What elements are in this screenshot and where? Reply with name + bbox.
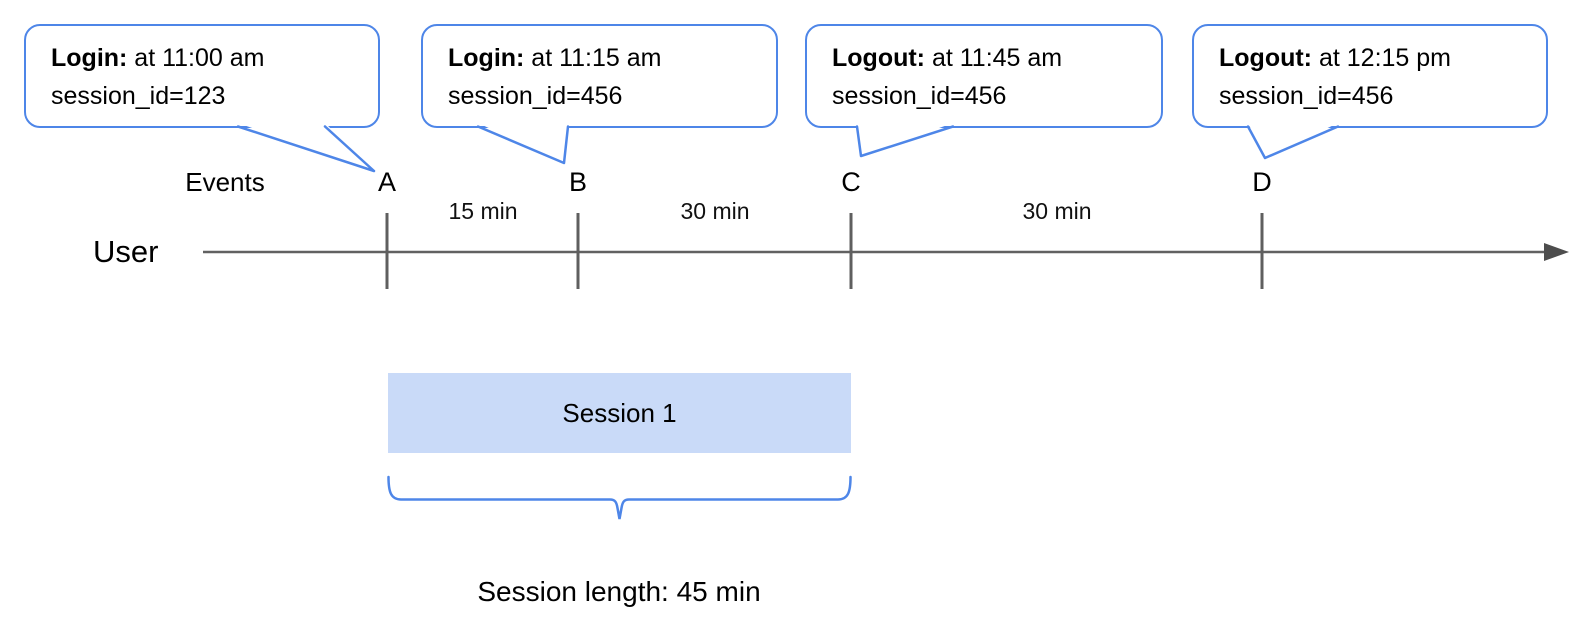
event-time-text: at 11:00 am (127, 44, 265, 72)
callout-line-2 session-id-text: session_id=123 (51, 82, 226, 110)
callout-line-2 session-id-text: session_id=456 (832, 82, 1007, 110)
event-type-label: Login: (51, 44, 128, 72)
session-length-label: Session length: 45 min (477, 576, 761, 607)
event-marker-a: A (377, 167, 397, 197)
callout-login-event-a: Login: at 11:00 am session_id=123 (24, 24, 380, 128)
event-type-label: Login: (448, 44, 525, 72)
event-type-label: Logout: (1219, 44, 1313, 72)
event-time-text: at 12:15 pm (1312, 44, 1451, 72)
interval-label-b-c: 30 min (680, 198, 750, 224)
event-marker-c: C (841, 167, 861, 197)
callout-line-2 session-id-text: session_id=456 (1219, 82, 1394, 110)
callout-line-1: Logout: at 12:15 pm (1219, 39, 1546, 77)
callout-tail-c (855, 123, 955, 158)
callout-line-2 session-id-text: session_id=456 (448, 82, 623, 110)
timeline-actor-label: User (93, 234, 159, 269)
interval-label-a-b: 15 min (448, 198, 518, 224)
callout-tail-d (1246, 123, 1340, 160)
interval-label-c-d: 30 min (1022, 198, 1092, 224)
callout-logout-event-d: Logout: at 12:15 pm session_id=456 (1192, 24, 1548, 128)
callout-tail-b (476, 123, 570, 165)
event-time-text: at 11:15 am (524, 44, 662, 72)
timeline-arrowhead-icon (1544, 243, 1569, 261)
event-time-text: at 11:45 am (925, 44, 1063, 72)
callout-tail-a (236, 123, 376, 173)
callout-line-1: Logout: at 11:45 am (832, 39, 1161, 77)
callout-line-1: Login: at 11:00 am (51, 39, 378, 77)
session-1-label: Session 1 (562, 397, 677, 428)
session-1-box: Session 1 (388, 373, 851, 453)
events-row-label: Events (185, 167, 265, 197)
event-marker-b: B (568, 167, 588, 197)
callout-logout-event-c: Logout: at 11:45 am session_id=456 (805, 24, 1163, 128)
event-marker-d: D (1252, 167, 1272, 197)
callout-login-event-b: Login: at 11:15 am session_id=456 (421, 24, 778, 128)
session-length-brace (387, 475, 852, 520)
callout-line-1: Login: at 11:15 am (448, 39, 776, 77)
event-type-label: Logout: (832, 44, 926, 72)
